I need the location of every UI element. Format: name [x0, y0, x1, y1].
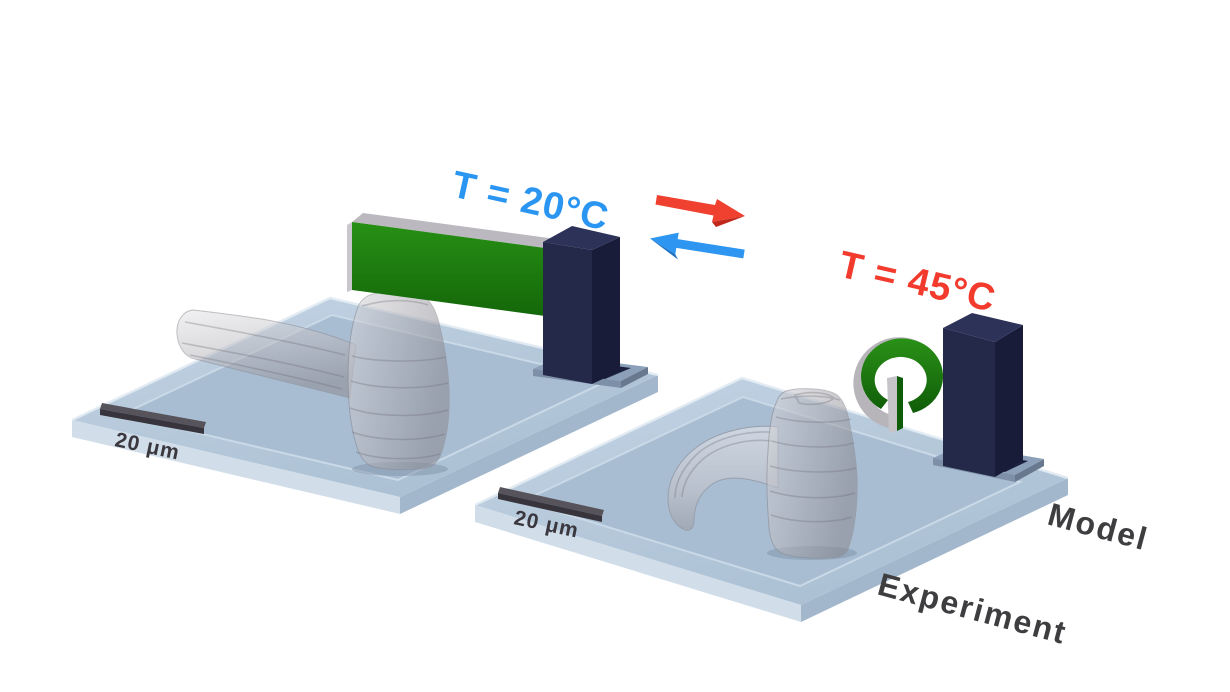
right-scale-bar-front — [498, 493, 602, 522]
right-substrate-edge-front-left — [475, 505, 801, 622]
experiment-structure-straight — [176, 290, 450, 476]
heating-arrow-bevel — [712, 216, 745, 227]
right-scale-bar: 20 μm — [498, 487, 604, 543]
experiment-curled-arm-texture — [674, 431, 773, 499]
left-anchor-pillar-top — [543, 226, 620, 250]
transition-arrows — [650, 195, 745, 260]
right-anchor-pad-front-right — [1015, 459, 1044, 482]
right-substrate-edge-front-right — [801, 478, 1068, 622]
right-anchor-pillar-face-right — [995, 325, 1023, 477]
left-anchor-pillar-face-left — [543, 242, 592, 384]
left-anchor-pad-front-right — [621, 367, 648, 388]
right-anchor-pillar — [943, 313, 1023, 477]
model-ring-cut-face — [887, 376, 897, 433]
model-beam-end-cap — [347, 222, 352, 292]
left-anchor-pillar-face-right — [592, 237, 620, 384]
model-ring-polymer-inner — [861, 338, 944, 413]
right-scale-bar-top — [498, 487, 604, 516]
model-structure-curled — [853, 313, 1044, 482]
right-anchor-pillar-face-left — [943, 328, 995, 477]
experiment-straight-arm-texture — [181, 321, 346, 390]
cooling-arrow-icon — [650, 232, 745, 259]
left-anchor-pillar — [543, 226, 620, 384]
model-beam-polymer-layer — [352, 222, 545, 316]
right-anchor-pillar-top — [943, 313, 1023, 342]
left-substrate-edge-front-left — [72, 420, 400, 514]
experiment-label: Experiment — [874, 566, 1071, 651]
heating-arrow-icon — [655, 195, 745, 222]
experiment-curled-beam-arm — [667, 425, 779, 531]
temperature-label-hot: T = 45°C — [835, 244, 1000, 321]
cooling-arrow-bevel — [650, 238, 678, 260]
hot-state-scene: 20 μm — [474, 244, 1069, 622]
experiment-structure-curled — [667, 388, 858, 560]
left-scale-bar-top — [100, 403, 206, 428]
left-substrate-edge-front-right — [400, 375, 658, 514]
left-scale-bar-front — [100, 409, 204, 434]
experiment-straight-anchor-pillar — [347, 290, 450, 471]
experiment-curled-anchor-pillar — [766, 388, 858, 559]
experiment-straight-pillar-texture — [349, 299, 449, 460]
model-ring-cut-polymer-edge — [897, 376, 903, 431]
model-beam-passive-layer — [352, 213, 556, 248]
experiment-curled-pillar-texture — [769, 391, 857, 523]
model-label: Model — [1044, 496, 1152, 557]
model-structure-straight — [347, 213, 648, 388]
experiment-straight-beam-arm — [176, 309, 357, 399]
cold-state-scene: 20 μm — [71, 164, 659, 514]
